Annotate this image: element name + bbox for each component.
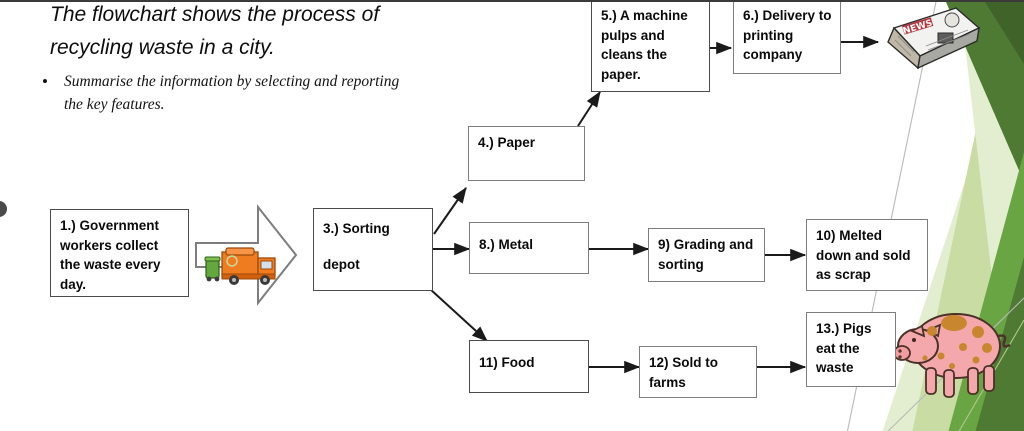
edge-marker-icon <box>0 201 7 217</box>
instruction-text: Summarise the information by selecting a… <box>64 73 400 113</box>
garbage-truck-image <box>204 247 276 285</box>
flow-node-11[interactable]: 11) Food <box>469 340 589 393</box>
bullet-marker-icon: • <box>42 72 48 91</box>
flow-node-9[interactable]: 9) Grading and sorting <box>648 228 765 282</box>
flow-node-12[interactable]: 12) Sold to farms <box>639 346 757 398</box>
flow-node-1[interactable]: 1.) Government workers collect the waste… <box>50 209 189 297</box>
instruction-bullet: • Summarise the information by selecting… <box>38 70 418 116</box>
page-title: The flowchart shows the process of recyc… <box>50 3 380 59</box>
flow-node-10[interactable]: 10) Melted down and sold as scrap <box>806 219 928 291</box>
pig-image <box>893 313 1011 398</box>
flow-node-13[interactable]: 13.) Pigs eat the waste <box>806 312 896 387</box>
flow-node-8[interactable]: 8.) Metal <box>469 222 589 274</box>
flow-node-4[interactable]: 4.) Paper <box>468 126 585 181</box>
flow-node-5[interactable]: 5.) A machine pulps and cleans the paper… <box>591 2 710 92</box>
flow-node-6[interactable]: 6.) Delivery to printing company <box>733 2 841 74</box>
flow-node-3[interactable]: 3.) Sorting depot <box>313 208 433 291</box>
newspaper-image: NEWS <box>887 7 980 70</box>
